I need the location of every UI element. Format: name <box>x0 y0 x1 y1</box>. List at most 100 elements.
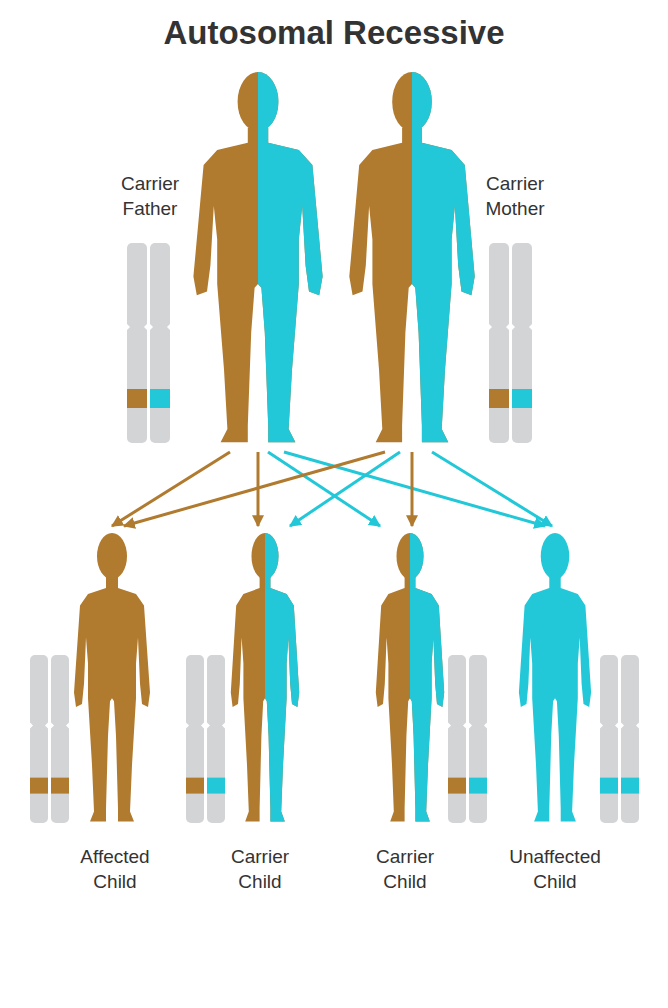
body-silhouette <box>376 577 444 822</box>
centromere-notch <box>201 722 205 730</box>
person-label: Carrier Father <box>108 172 192 221</box>
chromosome <box>469 655 487 823</box>
inheritance-arrow <box>284 452 545 526</box>
body-silhouette <box>265 577 299 822</box>
chromosome-pair <box>488 243 533 443</box>
centromere-notch <box>50 722 54 730</box>
chromosome <box>127 243 147 443</box>
body-silhouette <box>193 128 322 442</box>
head-shape <box>392 72 432 132</box>
centromere-notch <box>144 323 148 331</box>
centromere-notch <box>511 323 515 331</box>
allele-band <box>600 778 618 794</box>
allele-band <box>469 778 487 794</box>
body-silhouette <box>519 577 591 822</box>
body-silhouette <box>74 577 150 822</box>
person-label: Affected Child <box>65 845 165 894</box>
centromere-notch <box>620 722 624 730</box>
chromosome <box>512 243 532 443</box>
chromosome-pair <box>185 655 226 823</box>
allele-band <box>448 778 466 794</box>
diagram-title: Autosomal Recessive <box>0 14 668 52</box>
chromosome-pair <box>447 655 488 823</box>
body-silhouette <box>410 577 444 822</box>
allele-band <box>186 778 204 794</box>
allele-band <box>621 778 639 794</box>
chromosome <box>150 243 170 443</box>
centromere-notch <box>66 722 70 730</box>
allele-band <box>127 389 147 408</box>
person-label: Unaffected Child <box>505 845 605 894</box>
centromere-notch <box>468 722 472 730</box>
person-node: Affected Child <box>20 522 210 897</box>
centromere-notch <box>506 323 510 331</box>
centromere-notch <box>29 722 33 730</box>
chromosome-pair <box>29 655 70 823</box>
head-shape <box>410 533 424 579</box>
person-node: Carrier Child <box>180 522 340 897</box>
head-shape <box>238 72 279 132</box>
person-figure <box>349 72 474 442</box>
person-figure <box>376 533 444 822</box>
chromosome <box>207 655 225 823</box>
person-figure <box>74 533 150 822</box>
inheritance-arrow <box>290 452 400 526</box>
chromosome <box>621 655 639 823</box>
person-node: Carrier Child <box>340 522 490 897</box>
right-half <box>265 533 299 822</box>
head-shape <box>412 72 432 132</box>
right-half <box>412 72 475 442</box>
centromere-notch <box>636 722 640 730</box>
head-shape <box>541 533 570 579</box>
chromosome <box>448 655 466 823</box>
person-node: Unaffected Child <box>490 522 620 897</box>
allele-band <box>207 778 225 794</box>
person-label: Carrier Child <box>210 845 310 894</box>
centromere-notch <box>149 323 153 331</box>
centromere-notch <box>45 722 49 730</box>
body-silhouette <box>258 128 323 442</box>
body-silhouette <box>412 128 475 442</box>
chromosome <box>51 655 69 823</box>
head-shape <box>265 533 279 579</box>
centromere-notch <box>447 722 451 730</box>
allele-band <box>489 389 509 408</box>
chromosome-pair <box>599 655 640 823</box>
head-shape <box>252 533 279 579</box>
centromere-notch <box>599 722 603 730</box>
person-node: Carrier Mother <box>338 72 560 448</box>
inheritance-arrow <box>411 452 414 526</box>
person-label: Carrier Mother <box>473 172 557 221</box>
allele-band <box>51 778 69 794</box>
head-shape <box>258 72 278 132</box>
chromosome <box>600 655 618 823</box>
chromosome <box>186 655 204 823</box>
allele-band <box>150 389 170 408</box>
centromere-notch <box>488 323 492 331</box>
chromosome <box>30 655 48 823</box>
body-silhouette <box>231 577 299 822</box>
centromere-notch <box>463 722 467 730</box>
allele-band <box>512 389 532 408</box>
chromosome <box>489 243 509 443</box>
inheritance-arrow <box>112 452 230 526</box>
right-half <box>410 533 444 822</box>
centromere-notch <box>185 722 189 730</box>
centromere-notch <box>167 323 171 331</box>
body-silhouette <box>349 128 474 442</box>
centromere-notch <box>222 722 226 730</box>
person-figure <box>519 533 591 822</box>
allele-band <box>30 778 48 794</box>
person-figure <box>231 533 299 822</box>
chromosome-pair <box>126 243 171 443</box>
inheritance-arrow <box>432 452 552 526</box>
person-figure <box>193 72 322 442</box>
centromere-notch <box>206 722 210 730</box>
centromere-notch <box>529 323 533 331</box>
person-node: Carrier Father <box>108 72 330 448</box>
centromere-notch <box>126 323 130 331</box>
centromere-notch <box>484 722 488 730</box>
person-label: Carrier Child <box>355 845 455 894</box>
centromere-notch <box>615 722 619 730</box>
